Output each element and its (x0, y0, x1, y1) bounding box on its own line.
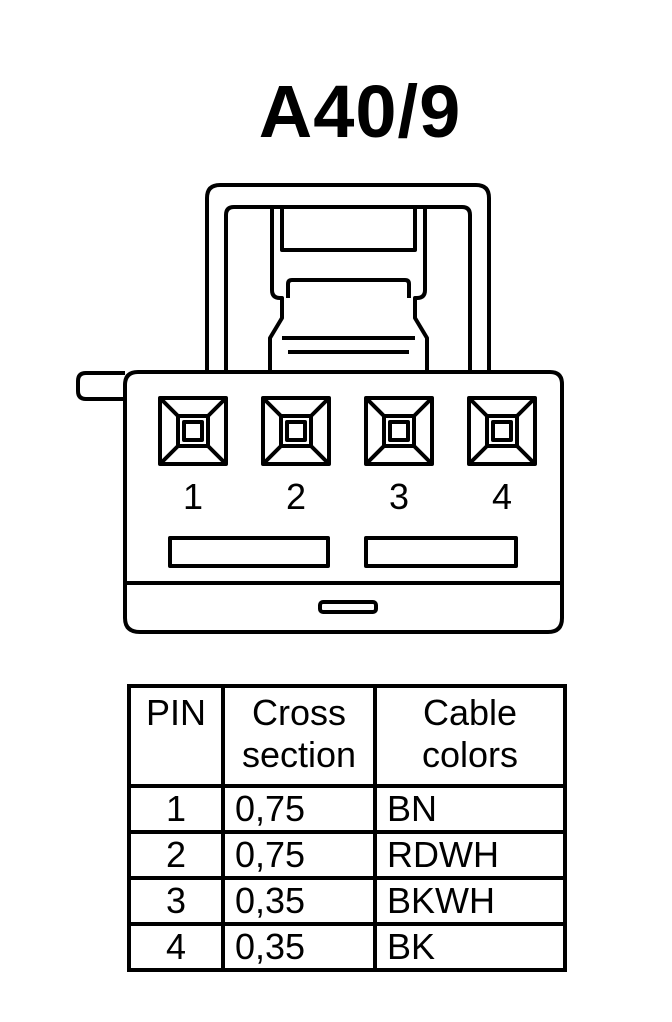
cell-cable-color: BN (373, 784, 567, 834)
pin-cavity-3 (364, 396, 434, 466)
connector-drawing: 1 2 3 4 (76, 183, 564, 634)
table-row: 3 0,35 BKWH (127, 876, 567, 926)
window-right (364, 536, 518, 568)
cell-pin: 4 (127, 922, 225, 972)
pin-number-4: 4 (492, 476, 512, 517)
cell-cross-section: 0,35 (221, 922, 377, 972)
pin-cavity-4 (467, 396, 537, 466)
latch-outer (205, 183, 491, 372)
pin-number-1: 1 (183, 476, 203, 517)
connector-body (123, 370, 564, 634)
header-cable-colors: Cable colors (373, 684, 567, 788)
cell-cross-section: 0,35 (221, 876, 377, 926)
pin-number-3: 3 (389, 476, 409, 517)
cell-pin: 1 (127, 784, 225, 834)
pin-number-2: 2 (286, 476, 306, 517)
cell-cable-color: BKWH (373, 876, 567, 926)
latch-tongue-inner (280, 207, 417, 252)
table-row: 4 0,35 BK (127, 922, 567, 972)
header-pin: PIN (127, 684, 225, 788)
cell-cross-section: 0,75 (221, 784, 377, 834)
table-row: 2 0,75 RDWH (127, 830, 567, 880)
pin-table-header: PIN Cross section Cable colors (127, 684, 567, 788)
pin-table: PIN Cross section Cable colors 1 0,75 BN… (127, 684, 567, 972)
cell-cross-section: 0,75 (221, 830, 377, 880)
window-left (168, 536, 330, 568)
cell-pin: 2 (127, 830, 225, 880)
latch-tongue-outer (268, 207, 284, 372)
cell-cable-color: BK (373, 922, 567, 972)
table-row: 1 0,75 BN (127, 784, 567, 834)
pin-cavity-1 (158, 396, 228, 466)
bottom-slot (318, 600, 378, 614)
latch-tongue-cap (286, 278, 411, 298)
latch-tongue-outer-r (413, 207, 429, 372)
connector-title: A40/9 (258, 70, 462, 153)
side-tab (76, 371, 125, 401)
latch-inner (224, 205, 472, 372)
pin-cavity-2 (261, 396, 331, 466)
header-cross-section: Cross section (221, 684, 377, 788)
cell-pin: 3 (127, 876, 225, 926)
cell-cable-color: RDWH (373, 830, 567, 880)
